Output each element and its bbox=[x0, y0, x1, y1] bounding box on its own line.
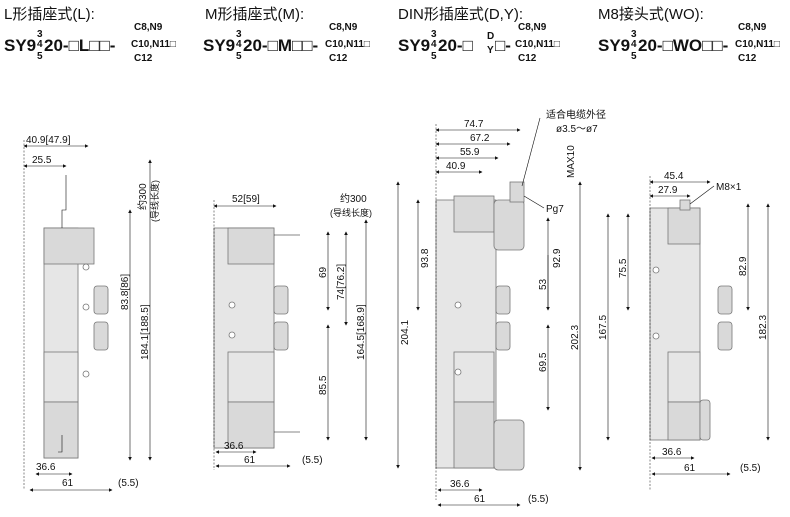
dim-M-h2: 74[76.2] bbox=[336, 264, 347, 300]
dim-L-lead-sub: (导线长度) bbox=[149, 180, 160, 222]
drawing-WO: 45.4 27.9 M8×1 75.5 167.5 82.9 182.3 36.… bbox=[598, 171, 770, 490]
dim-WO-w1: 45.4 bbox=[664, 171, 684, 182]
dim-L-b3: (5.5) bbox=[118, 478, 139, 489]
dim-WO-w2: 27.9 bbox=[658, 185, 678, 196]
dim-L-h1: 83.8[86] bbox=[120, 274, 131, 310]
dim-WO-conn: M8×1 bbox=[716, 182, 742, 193]
dim-L-w2: 25.5 bbox=[32, 155, 52, 166]
dim-D-h2: 92.9 bbox=[552, 248, 563, 268]
dim-D-pg: Pg7 bbox=[546, 204, 564, 215]
dim-D-h6: 69.5 bbox=[538, 352, 549, 372]
dim-M-h1: 69 bbox=[318, 266, 329, 278]
drawing-L: 40.9[47.9] 25.5 83.8[86] 184.1[188.5] 约3… bbox=[23, 135, 160, 492]
dim-L-b1: 36.6 bbox=[36, 462, 56, 473]
dim-D-w2: 67.2 bbox=[470, 133, 490, 144]
drawing-M: 52[59] 约300 (导线长度) 69 74[76.2] 164.5[168… bbox=[213, 192, 372, 470]
dim-L-b2: 61 bbox=[62, 478, 74, 489]
dim-M-lead: 约300 bbox=[340, 192, 367, 205]
dim-L-h2: 184.1[188.5] bbox=[140, 304, 151, 360]
dim-L-lead: 约300 bbox=[136, 183, 149, 210]
dim-D-h5: 202.3 bbox=[570, 325, 581, 350]
dim-M-lead-sub: (导线长度) bbox=[330, 207, 372, 218]
variant-L-title: L形插座式(L): bbox=[4, 6, 95, 23]
dim-D-w1: 74.7 bbox=[464, 119, 484, 130]
drawing-D: 74.7 67.2 55.9 40.9 适合电缆外径 ø3.5～ø7 MAX10… bbox=[396, 108, 606, 507]
dim-M-b3: (5.5) bbox=[302, 455, 323, 466]
dim-D-h4: 204.1 bbox=[400, 320, 411, 345]
dim-WO-b3: (5.5) bbox=[740, 463, 761, 474]
dim-D-h3: 53 bbox=[538, 278, 549, 290]
dim-D-w4: 40.9 bbox=[446, 161, 466, 172]
dim-L-w1: 40.9[47.9] bbox=[26, 135, 71, 146]
dim-D-w3: 55.9 bbox=[460, 147, 480, 158]
dim-WO-h4: 182.3 bbox=[758, 315, 769, 340]
dim-M-w1: 52[59] bbox=[232, 194, 260, 205]
dim-WO-h2: 82.9 bbox=[738, 256, 749, 276]
dim-WO-h1: 75.5 bbox=[618, 258, 629, 278]
dim-D-b1: 36.6 bbox=[450, 479, 470, 490]
dim-WO-b2: 61 bbox=[684, 463, 696, 474]
dim-WO-h3: 167.5 bbox=[598, 315, 609, 340]
dim-M-b1: 36.6 bbox=[224, 441, 244, 452]
dim-D-cable: 适合电缆外径 bbox=[546, 108, 606, 121]
variant-WO-title: M8接头式(WO): bbox=[598, 6, 704, 23]
dim-D-h1: 93.8 bbox=[420, 248, 431, 268]
dim-M-h4: 85.5 bbox=[318, 375, 329, 395]
variant-M-title: M形插座式(M): bbox=[205, 6, 305, 23]
dim-WO-b1: 36.6 bbox=[662, 447, 682, 458]
dim-D-cable-sub: ø3.5～ø7 bbox=[556, 124, 598, 135]
dim-D-b2: 61 bbox=[474, 494, 486, 505]
dim-M-h3: 164.5[168.9] bbox=[356, 304, 367, 360]
dim-D-max: MAX10 bbox=[566, 145, 577, 178]
dim-D-b3: (5.5) bbox=[528, 494, 549, 505]
dim-M-b2: 61 bbox=[244, 455, 256, 466]
variant-D-title: DIN形插座式(D,Y): bbox=[398, 6, 523, 23]
